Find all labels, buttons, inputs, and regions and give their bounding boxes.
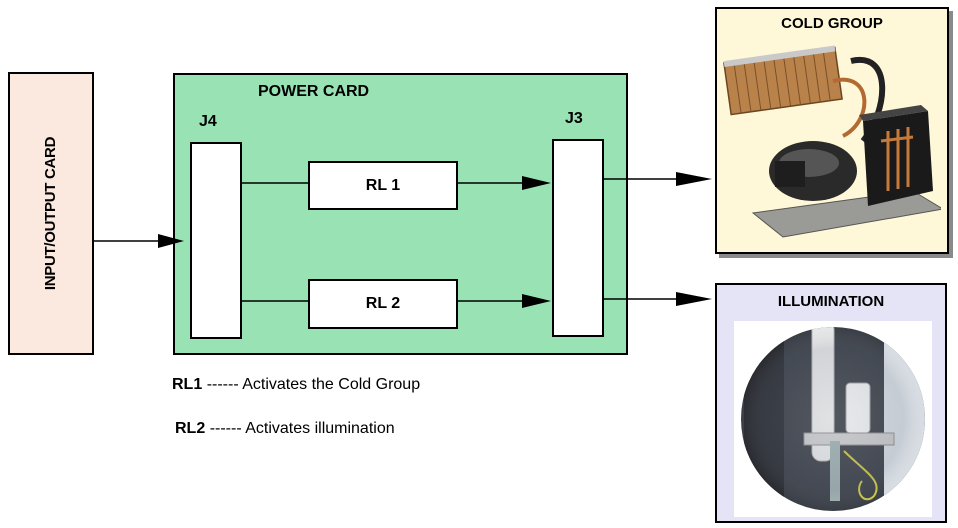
cold-group-card: COLD GROUP [715,7,949,254]
cold-group-image [723,45,941,238]
relay-rl2-label: RL 2 [365,295,401,312]
legend-rl1-text: Activates the Cold Group [242,376,421,393]
arrowhead-icon [522,294,551,308]
illumination-card: ILLUMINATION [715,283,947,523]
illumination-image [734,321,932,517]
connector-j4 [190,142,242,339]
legend-rl1-dashes: ------ [206,376,239,393]
legend-rl2-text: Activates illumination [245,420,395,437]
legend-rl1-code: RL1 [172,376,203,393]
legend-rl2: RL2 ------ Activates illumination [175,420,395,438]
connector-j3-label: J3 [565,110,583,127]
legend-rl2-dashes: ------ [209,420,242,437]
relay-rl1-label: RL 1 [365,176,401,194]
arrowhead-icon [676,292,712,306]
legend-rl2-code: RL2 [175,420,206,437]
arrowhead-icon [522,176,551,190]
connector-j3 [552,139,604,337]
power-card-title: POWER CARD [258,83,370,100]
cold-group-title: COLD GROUP [781,15,883,32]
input-output-card: INPUT/OUTPUT CARD [8,72,94,355]
arrowhead-icon [676,172,712,186]
illumination-title: ILLUMINATION [777,293,885,310]
arrowhead-icon [158,234,184,248]
relay-rl1: RL 1 [308,161,458,210]
connector-j4-label: J4 [199,113,217,130]
legend-rl1: RL1 ------ Activates the Cold Group [172,376,420,394]
relay-rl2: RL 2 [308,279,458,329]
